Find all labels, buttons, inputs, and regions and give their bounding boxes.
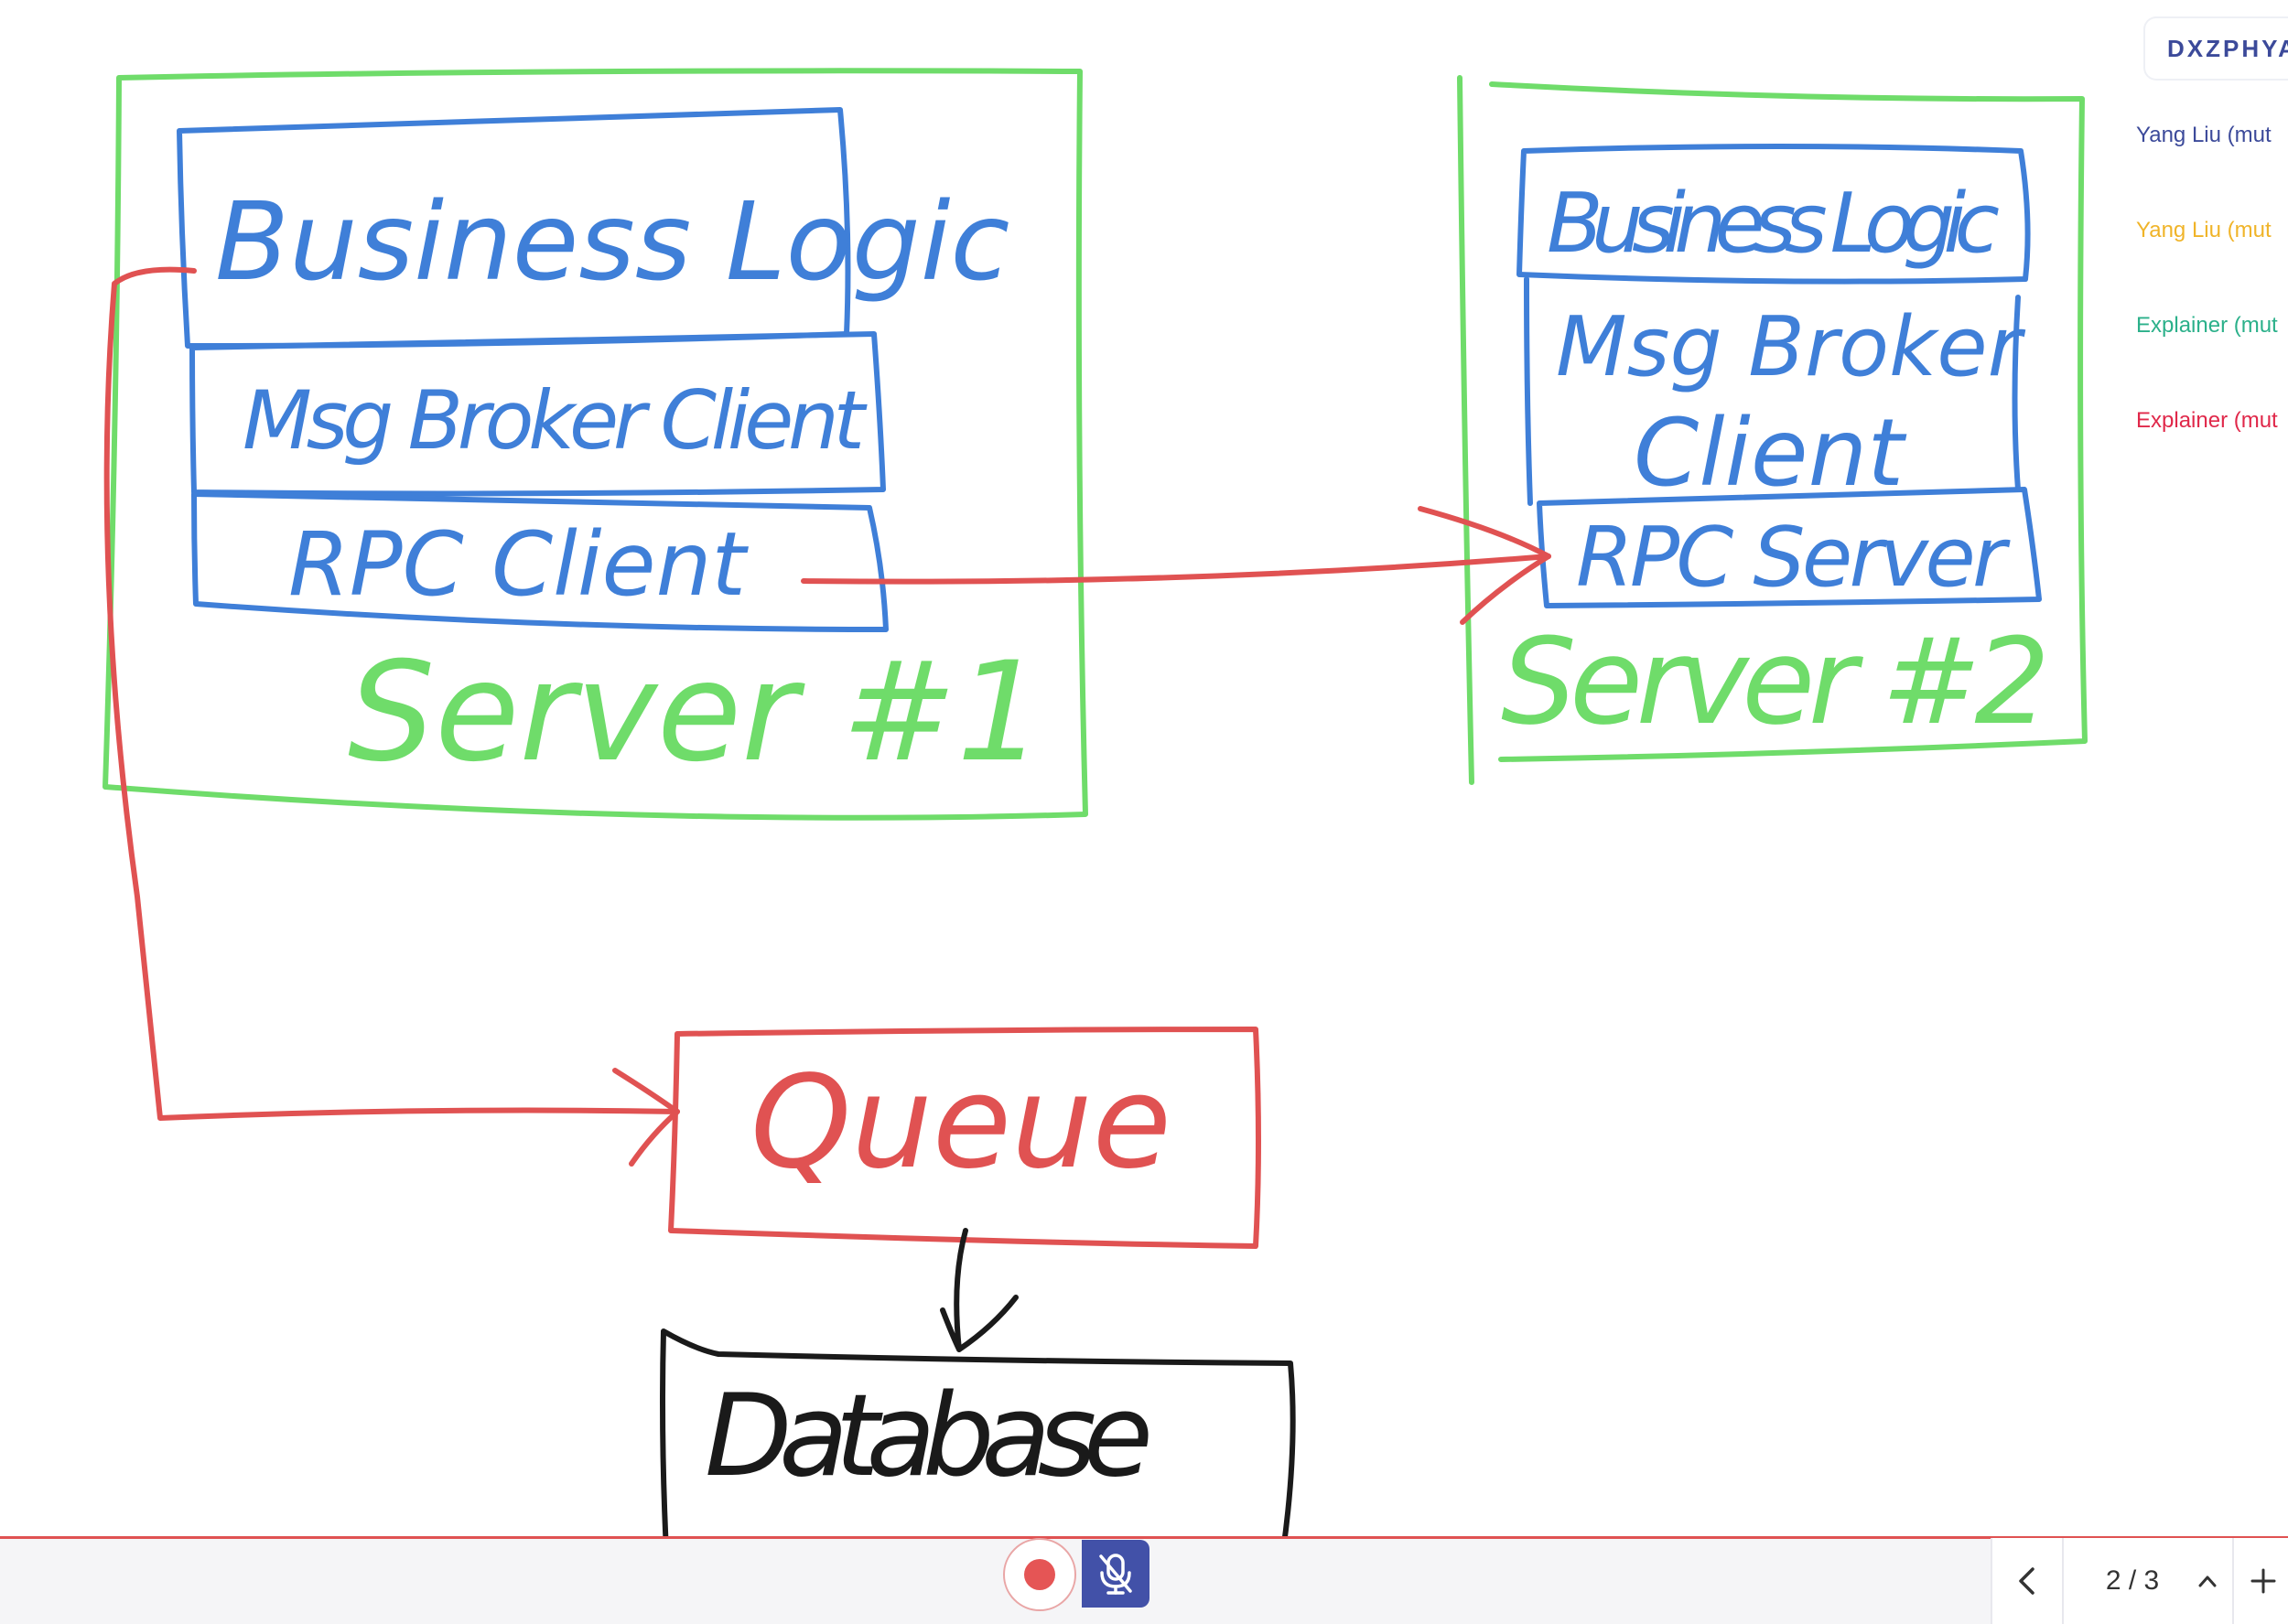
flow-queue-arrowhead	[612, 1068, 680, 1167]
server2-title: Server #2	[1501, 612, 2050, 751]
server1-msg-broker-label: Msg Broker Client	[243, 373, 868, 468]
record-button[interactable]	[1003, 1538, 1076, 1611]
server2-business-logic-box	[1516, 144, 2031, 285]
server2-msg-broker-box	[1524, 276, 2021, 506]
flow-rpc-line	[801, 554, 1551, 585]
add-page-button[interactable]	[2232, 1538, 2288, 1624]
participant-item[interactable]: Explainer (mut	[2136, 313, 2278, 338]
flow-business-to-queue	[103, 266, 680, 1121]
record-icon	[1024, 1559, 1055, 1590]
server2-box	[1457, 75, 2088, 785]
chevron-up-icon	[2198, 1576, 2217, 1587]
database-label: Database	[705, 1371, 1153, 1502]
page-navigator: 2 / 3	[1991, 1538, 2288, 1624]
participant-list: Yang Liu (mut Yang Liu (mut Explainer (m…	[2136, 117, 2288, 498]
flow-queue-to-db	[940, 1228, 1019, 1352]
server2-business-logic-label: Business Logic	[1547, 176, 2000, 272]
server2-msg-broker-label: Msg Broker	[1556, 299, 2026, 395]
mic-toggle-button[interactable]	[1082, 1540, 1149, 1608]
server1-title: Server #1	[348, 633, 1044, 792]
queue-box	[668, 1027, 1261, 1249]
page-indicator: 2 / 3	[2105, 1565, 2160, 1596]
chevron-left-icon	[2019, 1567, 2034, 1595]
server2-rpc-server-box	[1537, 487, 2042, 608]
previous-page-button[interactable]	[1992, 1538, 2064, 1624]
participant-item[interactable]: Yang Liu (mut	[2136, 218, 2272, 242]
server1-rpc-client-label: RPC Client	[288, 513, 749, 616]
plus-icon	[2250, 1568, 2275, 1594]
mic-muted-icon	[1099, 1554, 1132, 1595]
server1-business-logic-label: Business Logic	[215, 178, 1009, 305]
page-list-toggle-button[interactable]	[2185, 1538, 2230, 1624]
flow-rpc-arrowhead	[1418, 506, 1551, 625]
server2-client-label: Client	[1634, 399, 1907, 508]
room-code-badge[interactable]: DXZPHYA	[2143, 16, 2288, 81]
toolbar-divider	[0, 1536, 2288, 1539]
server2-rpc-server-label: RPC Server	[1576, 510, 2011, 606]
participant-item[interactable]: Yang Liu (mut	[2136, 123, 2272, 147]
participant-item[interactable]: Explainer (mut	[2136, 408, 2278, 433]
queue-label: Queue	[750, 1049, 1171, 1198]
server1-rpc-client-box	[191, 491, 889, 632]
